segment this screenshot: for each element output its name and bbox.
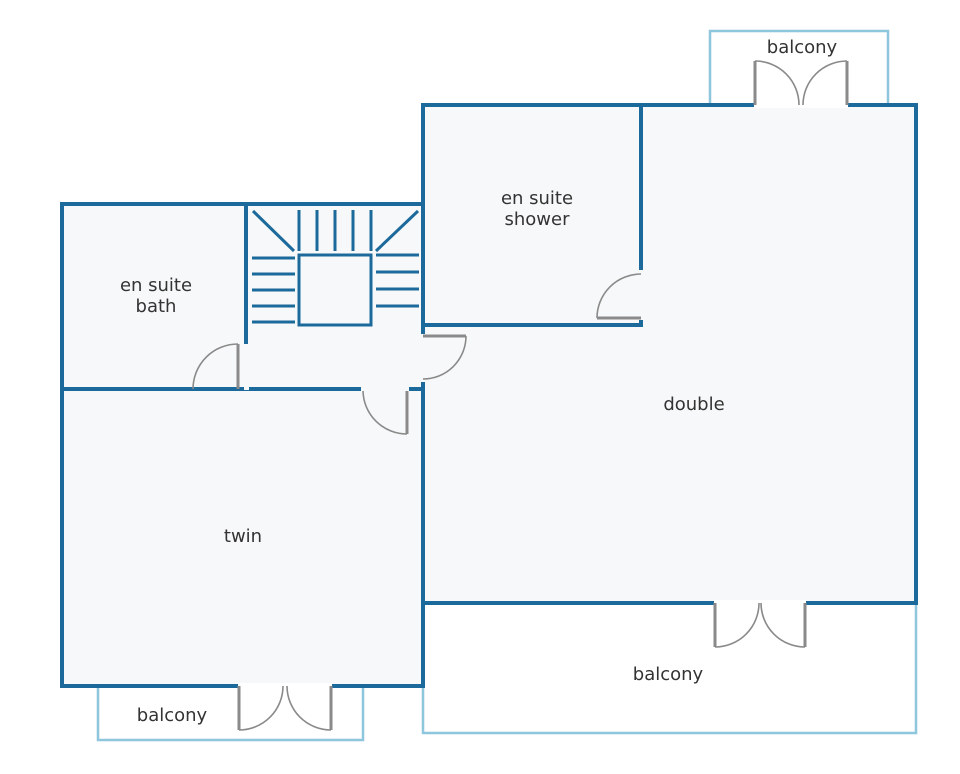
door-twin[interactable] (362, 390, 409, 435)
balcony-bottom-right (421, 600, 918, 735)
door-opening-shower (639, 270, 644, 320)
balcony-door-bottom-left[interactable] (237, 683, 333, 731)
door-en-suite-bath[interactable] (192, 343, 240, 390)
door-opening-landing (421, 334, 426, 382)
room-label-en-suite-bath-line1: en suite (120, 275, 192, 296)
balcony-door-top[interactable] (753, 60, 849, 108)
door-opening-bath (244, 344, 249, 390)
staircase (251, 209, 420, 327)
room-label-en-suite-shower-line2: shower (505, 209, 571, 230)
balcony-door-bottom-right[interactable] (713, 600, 807, 648)
door-opening-twin (361, 387, 409, 392)
room-label-double: double (663, 394, 724, 415)
balcony-top (708, 29, 890, 107)
room-en-suite-shower (421, 103, 643, 327)
balcony-label-top: balcony (767, 37, 838, 58)
room-label-en-suite-bath-line2: bath (136, 296, 177, 317)
door-landing[interactable] (422, 334, 467, 380)
door-en-suite-shower[interactable] (596, 273, 642, 320)
balcony-label-bottom-left: balcony (137, 705, 208, 726)
room-label-en-suite-shower-line1: en suite (501, 188, 573, 209)
room-label-twin: twin (224, 526, 262, 547)
balcony-label-bottom-right: balcony (633, 664, 704, 685)
room-twin (60, 387, 425, 688)
